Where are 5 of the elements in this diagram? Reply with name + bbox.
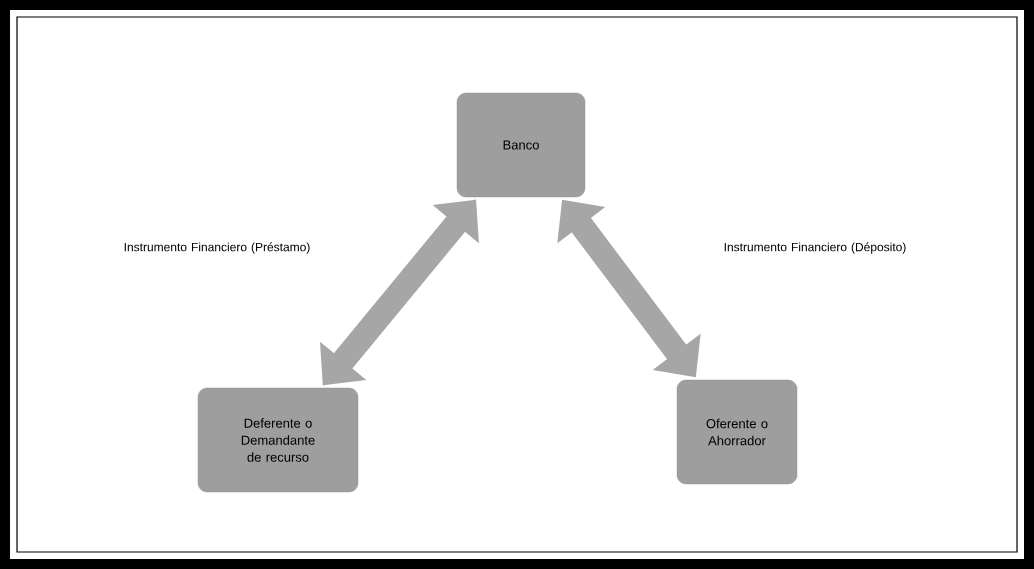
note-text: Instrumento Financiero (Préstamo) (124, 242, 310, 254)
process-box: Banco (456, 92, 586, 198)
process-box: Oferente o Ahorrador (676, 379, 798, 485)
process-box: Deferente o Demandante de recurso (197, 387, 359, 493)
note-text: Instrumento Financiero (Déposito) (724, 242, 906, 254)
